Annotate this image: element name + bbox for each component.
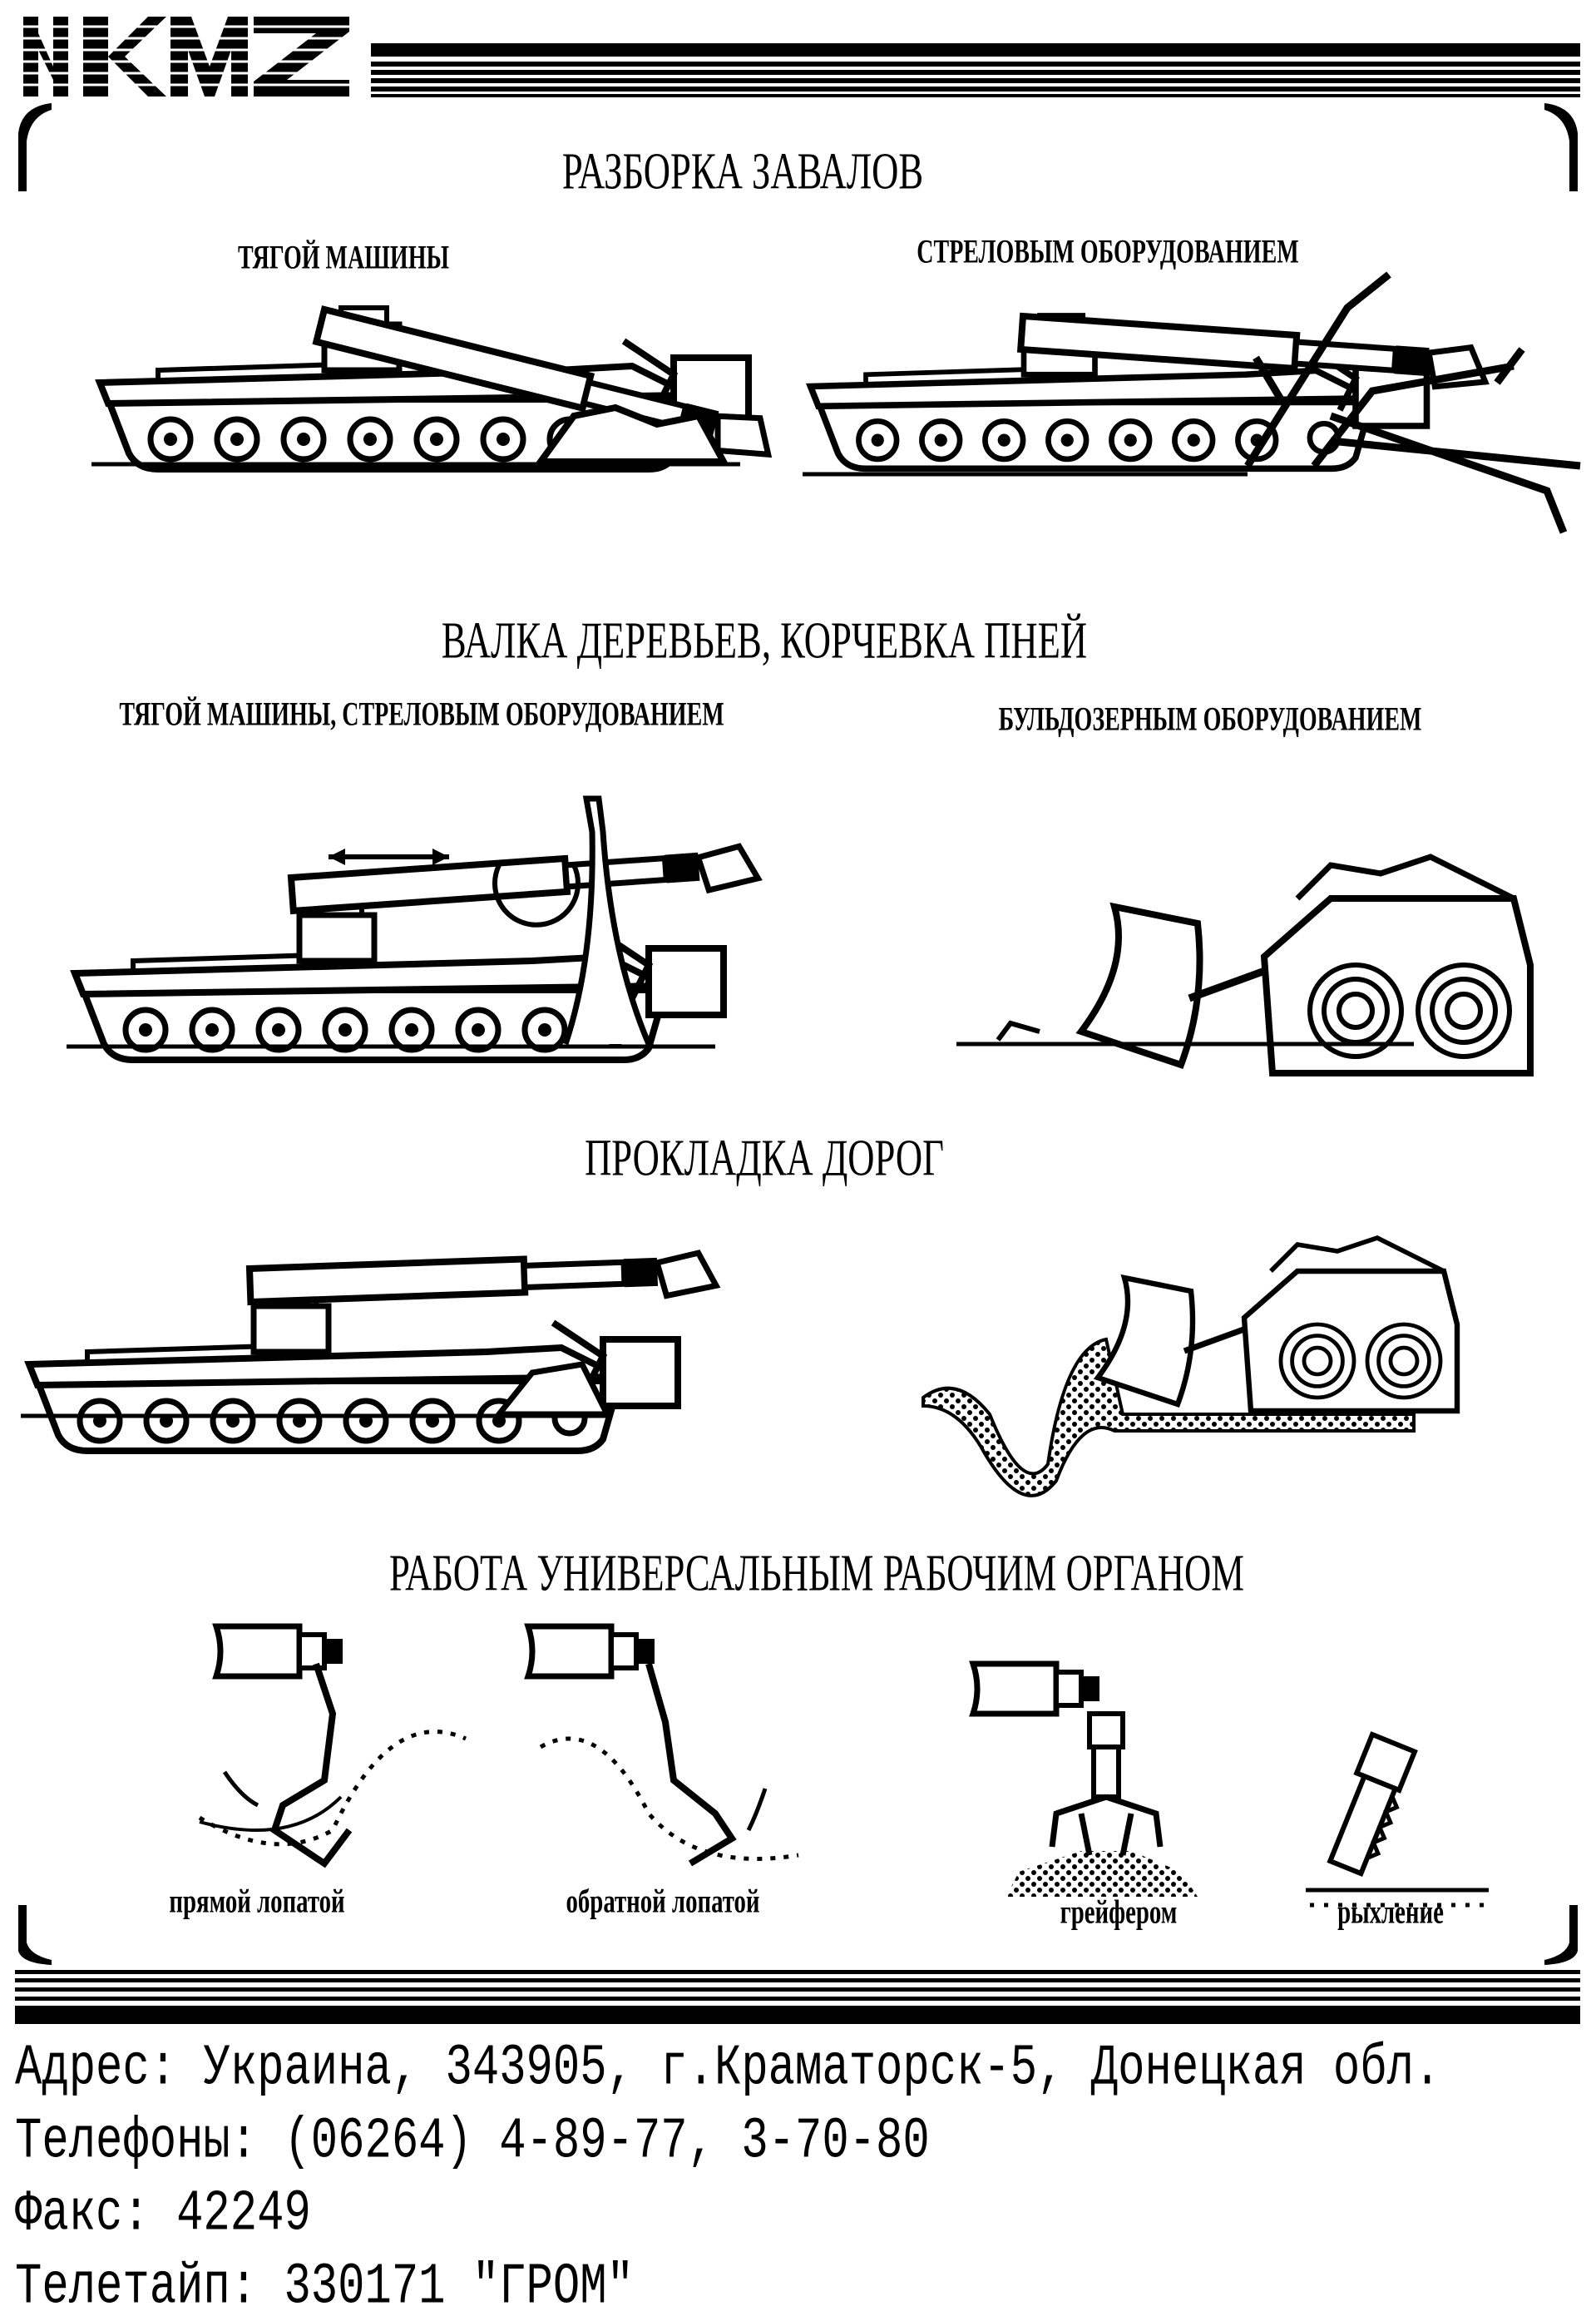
frame-corners — [18, 103, 1578, 1965]
tree-felling-bulldozer — [956, 857, 1530, 1073]
universal-tool-backhoe — [528, 1626, 799, 1867]
contact-address: Адрес: Украина, 343905, г.Краматорск-5, … — [15, 2036, 1441, 2102]
contact-fax: Факс: 42249 — [15, 2181, 311, 2248]
caption-tank-traction: ТЯГОЙ МАШИНЫ — [238, 238, 449, 276]
footer-stripes — [15, 1970, 1580, 2024]
section-title-rubble-clearing: РАЗБОРКА ЗАВАЛОВ — [561, 143, 924, 200]
caption-direct-shovel: прямой лопатой — [169, 1882, 345, 1920]
rubble-tank-traction — [91, 308, 776, 469]
universal-tool-direct-shovel — [198, 1626, 467, 1868]
caption-backhoe: обратной лопатой — [566, 1882, 760, 1920]
tree-felling-tank — [67, 795, 758, 1060]
caption-tank-and-boom: ТЯГОЙ МАШИНЫ, СТРЕЛОВЫМ ОБОРУДОВАНИЕМ — [119, 695, 724, 733]
universal-tool-ripper — [1306, 1731, 1489, 1908]
caption-bulldozer-equipment: БУЛЬДОЗЕРНЫМ ОБОРУДОВАНИЕМ — [998, 700, 1422, 738]
caption-grab: грейфером — [1060, 1893, 1178, 1931]
section-title-road-building: ПРОКЛАДКА ДОРОГ — [585, 1130, 944, 1187]
section-title-tree-felling: ВАЛКА ДЕРЕВЬЕВ, КОРЧЕВКА ПНЕЙ — [441, 612, 1088, 670]
contact-phones: Телефоны: (06264) 4-89-77, 3-70-80 — [15, 2109, 930, 2175]
contact-teletype: Телетайп: 330171 "ГРОМ" — [15, 2254, 634, 2321]
rubble-tank-boom — [803, 271, 1581, 534]
caption-boom-equipment: СТРЕЛОВЫМ ОБОРУДОВАНИЕМ — [917, 232, 1299, 270]
road-building-tank — [21, 1252, 716, 1451]
universal-tool-grab — [973, 1664, 1198, 1897]
section-title-universal-tool: РАБОТА УНИВЕРСАЛЬНЫМ РАБОЧИМ ОРГАНОМ — [389, 1545, 1244, 1602]
header-stripes — [371, 43, 1580, 97]
road-building-bulldozer — [922, 1238, 1457, 1497]
caption-ripping: рыхление — [1337, 1893, 1444, 1931]
nkmz-logo — [17, 17, 353, 97]
